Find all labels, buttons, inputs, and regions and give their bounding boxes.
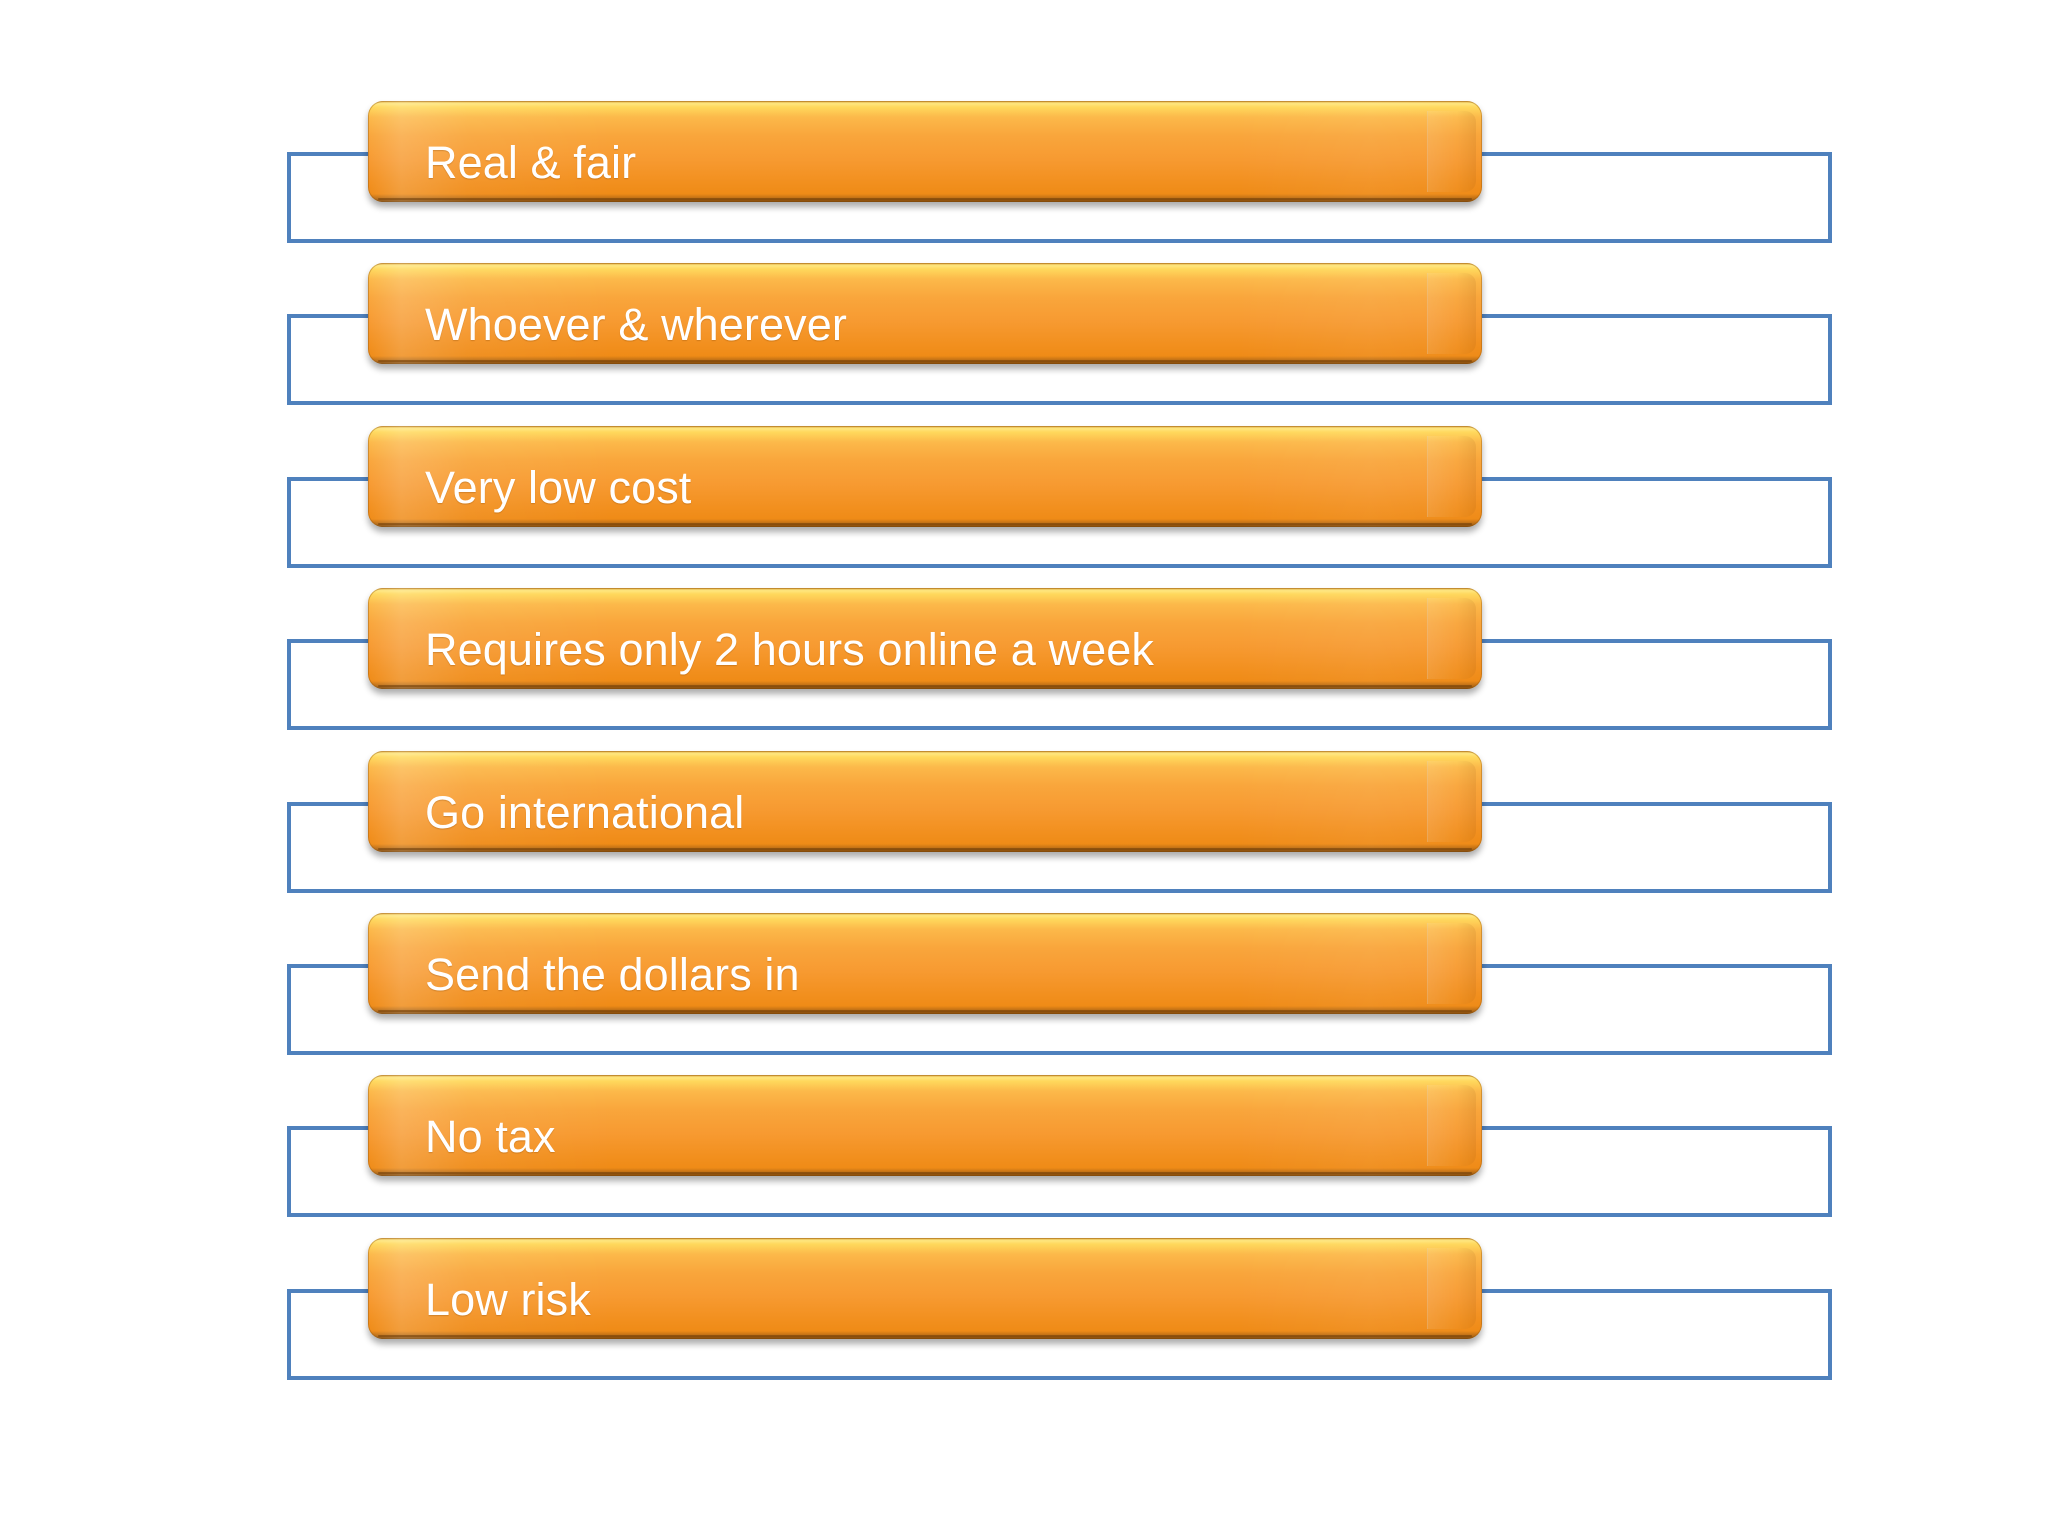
- diagram-item-3[interactable]: Very low cost: [0, 425, 2048, 588]
- bar-right-bevel: [1427, 1247, 1476, 1329]
- benefit-bar-label: Whoever & wherever: [425, 299, 847, 351]
- benefit-bar[interactable]: Whoever & wherever: [368, 263, 1482, 365]
- bar-right-bevel: [1427, 273, 1476, 355]
- benefit-bar[interactable]: Real & fair: [368, 101, 1482, 202]
- diagram-item-7[interactable]: No tax: [0, 1075, 2048, 1237]
- benefit-bar-label: Send the dollars in: [425, 949, 800, 1000]
- bar-right-bevel: [1427, 111, 1476, 192]
- diagram-item-4[interactable]: Requires only 2 hours online a week: [0, 588, 2048, 750]
- benefit-bar[interactable]: Very low cost: [368, 425, 1482, 527]
- benefit-bar-label: Requires only 2 hours online a week: [425, 624, 1154, 676]
- diagram-item-5[interactable]: Go international: [0, 750, 2048, 913]
- benefit-bar-label: Go international: [425, 786, 745, 838]
- benefit-bar[interactable]: Go international: [368, 750, 1482, 852]
- bar-right-bevel: [1427, 598, 1476, 680]
- diagram-item-8[interactable]: Low risk: [0, 1237, 2048, 1400]
- bar-right-bevel: [1427, 435, 1476, 517]
- benefit-bar-label: Low risk: [425, 1273, 591, 1325]
- benefit-bar[interactable]: Requires only 2 hours online a week: [368, 588, 1482, 690]
- bar-right-bevel: [1427, 1085, 1476, 1167]
- diagram-item-6[interactable]: Send the dollars in: [0, 913, 2048, 1075]
- bar-right-bevel: [1427, 760, 1476, 842]
- diagram-item-1[interactable]: Real & fair: [0, 101, 2048, 263]
- bar-right-bevel: [1427, 923, 1476, 1004]
- benefit-bar-label: Very low cost: [425, 461, 692, 513]
- benefit-bar[interactable]: No tax: [368, 1075, 1482, 1177]
- benefit-bar-label: Real & fair: [425, 137, 637, 188]
- benefit-bar[interactable]: Send the dollars in: [368, 913, 1482, 1014]
- benefit-bar[interactable]: Low risk: [368, 1237, 1482, 1339]
- diagram-item-2[interactable]: Whoever & wherever: [0, 263, 2048, 425]
- benefit-bar-label: No tax: [425, 1111, 556, 1163]
